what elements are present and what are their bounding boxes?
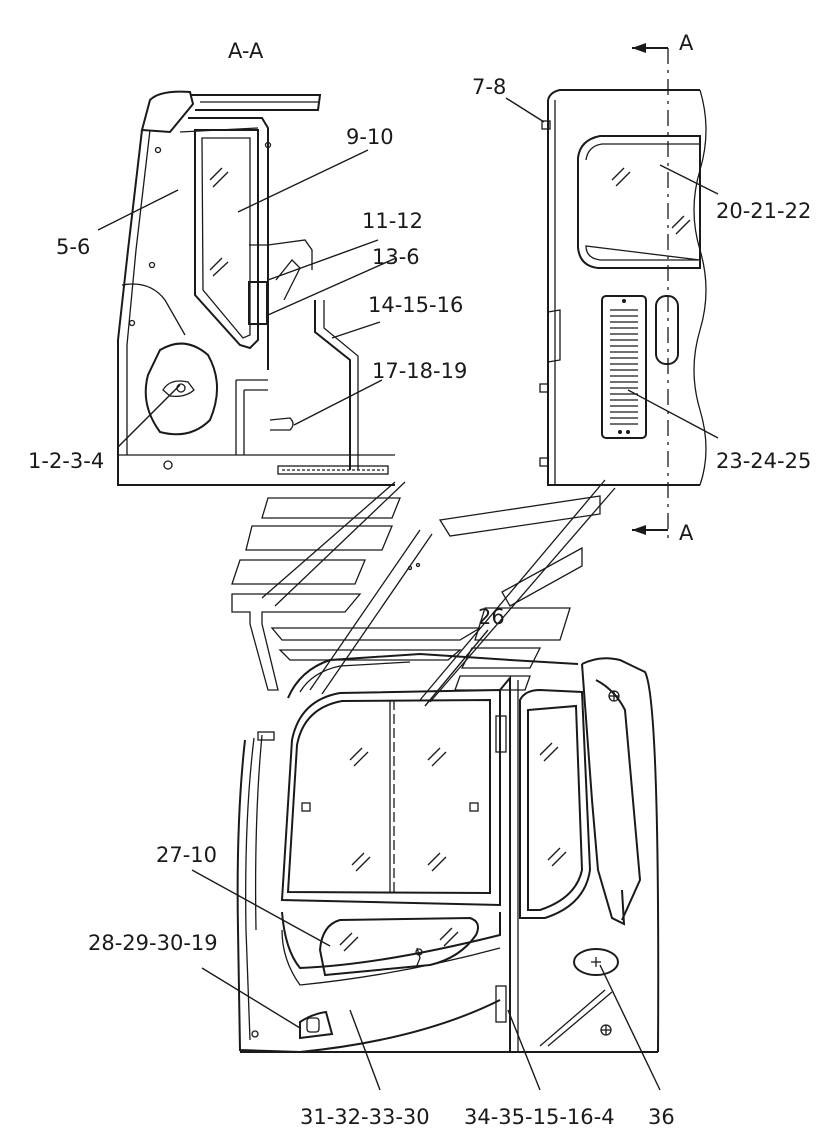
side-panel-top [547, 89, 700, 101]
callout-28-29-30-19: 28-29-30-19 [88, 931, 218, 955]
rear-pillar-body [581, 657, 660, 1053]
callout-20-21-22: 20-21-22 [716, 199, 811, 223]
door-pillar [499, 675, 511, 1052]
callout-11-12: 11-12 [362, 209, 423, 233]
callout-31-32-33-30: 31-32-33-30 [300, 1105, 430, 1129]
callout-27-10: 27-10 [156, 843, 217, 867]
door-hinge [248, 281, 268, 325]
cab-roof [287, 652, 579, 699]
exploded-panels [231, 479, 616, 703]
callout-1-2-3-4: 1-2-3-4 [28, 449, 104, 473]
section-mark-bottom: A [679, 521, 694, 545]
lower-front-window [318, 916, 479, 977]
cab-isometric-view [236, 652, 660, 1054]
leader-lines [97, 97, 719, 1091]
handle [275, 259, 301, 301]
lock-detail [144, 342, 219, 436]
callout-17-18-19: 17-18-19 [372, 359, 467, 383]
side-panel-body [547, 100, 700, 486]
cab-door [519, 688, 592, 919]
bolt-bottom [539, 457, 549, 467]
section-mark-top: A [679, 31, 694, 55]
front-lower-body [236, 739, 501, 1054]
callout-9-10: 9-10 [346, 125, 394, 149]
callout-23-24-25: 23-24-25 [716, 449, 811, 473]
side-view: A A [539, 31, 707, 545]
break-line [693, 89, 707, 486]
grab-handle [299, 1010, 334, 1040]
callout-5-6: 5-6 [56, 235, 90, 259]
callout-7-8: 7-8 [472, 75, 506, 99]
bolt-top [541, 120, 551, 130]
louvre-slats [610, 309, 638, 425]
callout-36: 36 [648, 1105, 675, 1129]
section-title: A-A [228, 39, 264, 63]
side-window-frame [194, 129, 259, 350]
side-window [577, 135, 701, 269]
roof-cap [140, 90, 195, 134]
guide-rail [314, 300, 351, 470]
cab-rear-profile [117, 129, 395, 486]
bolt-mid [539, 383, 549, 393]
callout-13-6: 13-6 [372, 245, 420, 269]
callout-labels: 5-6 9-10 11-12 13-6 14-15-16 17-18-19 1-… [28, 75, 811, 1129]
louvre-vent [601, 295, 647, 439]
roof-rail [190, 94, 322, 111]
lower-window-frame [281, 911, 501, 970]
callout-26: 26 [478, 605, 505, 629]
callout-34-35-15-16-4: 34-35-15-16-4 [464, 1105, 615, 1129]
door-window [527, 704, 584, 911]
rear-pillar [188, 117, 269, 370]
callout-14-15-16: 14-15-16 [368, 293, 463, 317]
section-view-a-a: A-A [117, 39, 395, 486]
handle-slot [655, 295, 679, 365]
cover-ellipse [573, 948, 619, 976]
front-window-frame [280, 688, 501, 907]
side-window-glass [201, 137, 251, 339]
